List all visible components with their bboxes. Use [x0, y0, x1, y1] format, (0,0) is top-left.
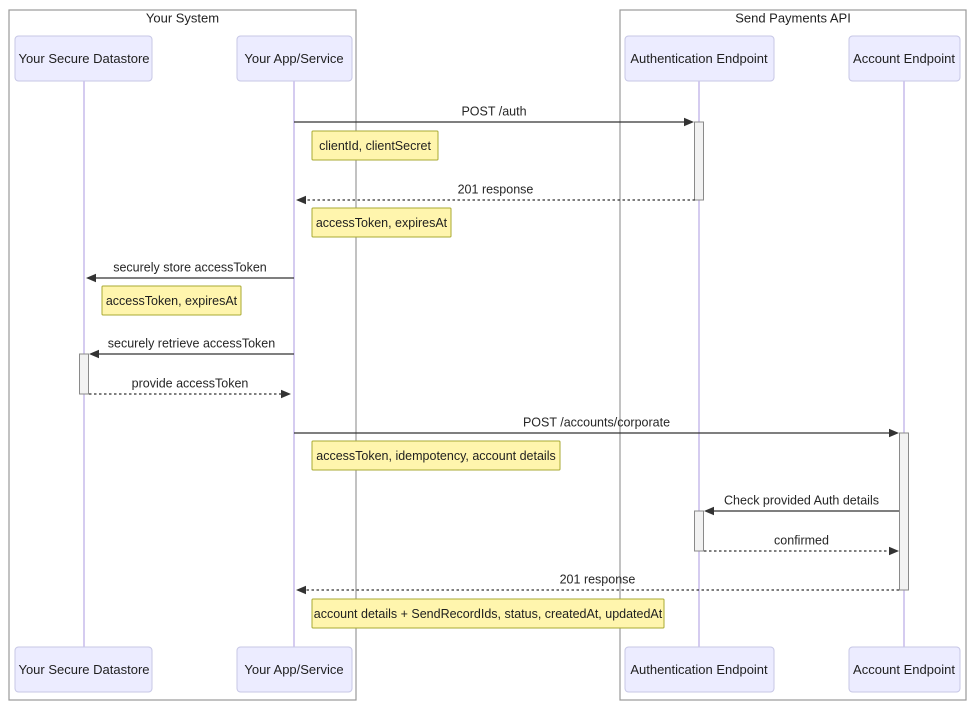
actor-label: Authentication Endpoint	[630, 662, 768, 677]
arrowhead-icon	[889, 546, 899, 556]
note-label: account details + SendRecordIds, status,…	[314, 607, 663, 621]
message-label: confirmed	[774, 534, 829, 548]
actor-label: Your Secure Datastore	[18, 51, 149, 66]
message-label: securely retrieve accessToken	[108, 337, 275, 351]
arrowhead-icon	[296, 585, 306, 595]
activation-bar	[694, 510, 704, 552]
arrowhead-icon	[296, 195, 306, 205]
note	[311, 130, 439, 161]
actor-box	[624, 35, 775, 82]
actor-box	[624, 646, 775, 693]
note	[311, 440, 561, 471]
actor-label: Your App/Service	[244, 51, 343, 66]
activation-bar	[694, 121, 704, 201]
actor-label: Authentication Endpoint	[630, 51, 768, 66]
group-box	[8, 9, 357, 701]
activation-bar	[899, 432, 909, 591]
message-label: 201 response	[458, 183, 534, 197]
message-label: POST /auth	[461, 105, 526, 119]
group-box	[619, 9, 967, 701]
actor-box	[14, 646, 153, 693]
arrowhead-icon	[89, 349, 99, 359]
group-label: Send Payments API	[735, 11, 851, 26]
message-label: POST /accounts/corporate	[523, 416, 670, 430]
note-label: accessToken, expiresAt	[316, 216, 448, 230]
message-label: Check provided Auth details	[724, 494, 879, 508]
arrowhead-icon	[684, 117, 694, 127]
actor-label: Account Endpoint	[853, 662, 955, 677]
message-label: provide accessToken	[132, 377, 249, 391]
arrowhead-icon	[704, 506, 714, 516]
actor-box	[14, 35, 153, 82]
message-label: 201 response	[560, 573, 636, 587]
note-label: clientId, clientSecret	[319, 139, 431, 153]
message-label: securely store accessToken	[113, 261, 267, 275]
actor-box	[848, 35, 961, 82]
activation-bar	[79, 353, 89, 395]
actor-label: Your App/Service	[244, 662, 343, 677]
note-label: accessToken, expiresAt	[106, 294, 238, 308]
actor-label: Account Endpoint	[853, 51, 955, 66]
note	[311, 598, 665, 629]
actor-box	[236, 35, 353, 82]
arrowhead-icon	[281, 389, 291, 399]
note	[311, 207, 452, 238]
note	[101, 285, 242, 316]
arrowhead-icon	[86, 273, 96, 283]
arrowhead-icon	[889, 428, 899, 438]
actor-label: Your Secure Datastore	[18, 662, 149, 677]
group-label: Your System	[146, 11, 219, 26]
note-label: accessToken, idempotency, account detail…	[316, 449, 555, 463]
actor-box	[848, 646, 961, 693]
actor-box	[236, 646, 353, 693]
